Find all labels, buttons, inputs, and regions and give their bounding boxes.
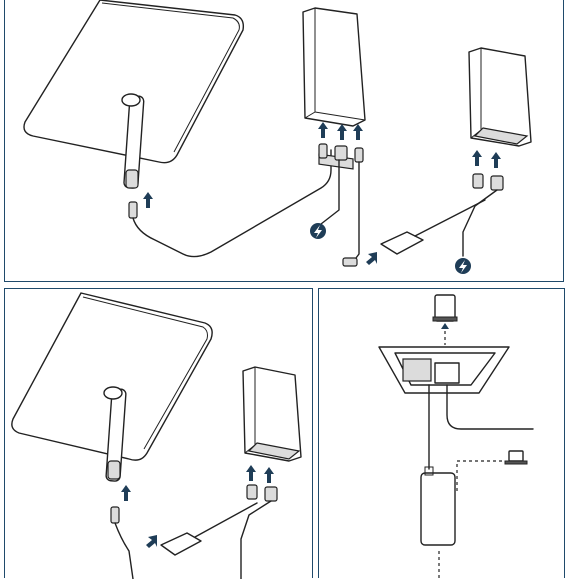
arrow-up-icon bbox=[143, 192, 153, 208]
setup-diagram-bottom-right bbox=[378, 294, 534, 579]
dish-icon bbox=[11, 292, 213, 482]
arrow-up-icon bbox=[441, 323, 449, 329]
arrow-up-icon bbox=[472, 150, 482, 166]
dashed-link bbox=[456, 460, 505, 491]
arrow-up-icon bbox=[337, 124, 347, 140]
dish-cable bbox=[110, 506, 134, 579]
router-icon bbox=[420, 466, 456, 546]
arrow-up-icon bbox=[121, 485, 131, 501]
arrow-up-icon bbox=[491, 152, 501, 168]
laptop-icon bbox=[504, 450, 528, 465]
wall-plate bbox=[378, 346, 510, 394]
lightning-bolt-icon bbox=[310, 223, 326, 239]
diagram-panel-bottom-right bbox=[318, 288, 565, 579]
arrow-up-icon bbox=[246, 465, 256, 481]
arrow-up-icon bbox=[318, 122, 328, 138]
router-icon bbox=[242, 366, 302, 462]
router-alt-connectors bbox=[462, 173, 504, 257]
arrow-icon bbox=[146, 535, 157, 548]
diagram-panel-bottom-left bbox=[4, 288, 313, 579]
cables bbox=[428, 384, 534, 470]
adapter-icon bbox=[160, 502, 258, 556]
diagram-panel-top bbox=[4, 0, 564, 282]
router-connectors bbox=[318, 143, 364, 267]
dish-cable bbox=[128, 149, 332, 258]
arrow-icon bbox=[366, 252, 377, 265]
setup-diagram-top bbox=[23, 0, 532, 274]
arrow-up-icon bbox=[353, 124, 363, 140]
router-alt-icon bbox=[468, 47, 532, 147]
router-connectors bbox=[240, 484, 278, 579]
lightning-bolt-icon bbox=[455, 258, 471, 274]
setup-diagram-bottom-left bbox=[11, 292, 302, 579]
router-icon bbox=[302, 7, 366, 170]
mount-icon bbox=[432, 294, 458, 322]
dish-icon bbox=[23, 0, 245, 189]
arrow-up-icon bbox=[264, 467, 274, 483]
adapter-icon bbox=[380, 199, 486, 255]
